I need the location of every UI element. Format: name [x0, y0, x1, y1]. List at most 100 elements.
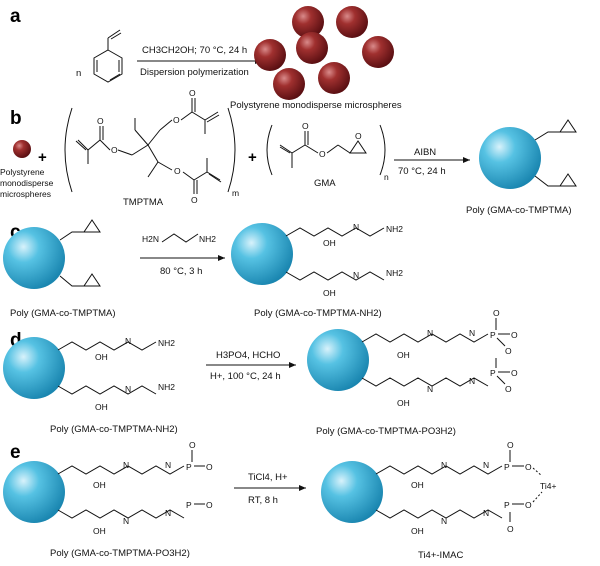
svg-text:OH: OH: [397, 350, 410, 360]
svg-text:O: O: [111, 145, 118, 155]
plus-2: +: [248, 149, 257, 166]
svg-text:O: O: [505, 346, 512, 356]
svg-text:O: O: [302, 121, 309, 131]
svg-text:NH2: NH2: [386, 268, 403, 278]
subscript-m: m: [232, 188, 239, 198]
ethylenediamine: H2N NH2: [142, 233, 216, 244]
blue-microsphere-b: [479, 127, 541, 189]
styrene-molecule: [93, 29, 123, 83]
panel-b: b + Polystyrene monodisperse microsphere…: [0, 88, 577, 216]
svg-text:O: O: [189, 440, 196, 450]
panel-label-d: d: [10, 330, 22, 351]
styrene-count: n: [76, 68, 81, 79]
blue-microsphere-d1: [3, 337, 65, 399]
reactant-label-3: microspheres: [0, 189, 51, 199]
svg-text:O: O: [189, 88, 196, 98]
svg-text:O: O: [206, 500, 213, 510]
panel-d: d NH2 OH N NH2 OH N Poly (GMA-co-TMPTMA-…: [3, 308, 518, 437]
svg-text:OH: OH: [397, 398, 410, 408]
svg-text:N: N: [123, 460, 129, 470]
blue-microsphere-c2: [231, 223, 293, 285]
panel-d-product: Poly (GMA-co-TMPTMA-PO3H2): [316, 426, 456, 437]
panel-d-condition-bottom: H+, 100 °C, 24 h: [210, 371, 281, 382]
panel-b-product: Poly (GMA-co-TMPTMA): [466, 205, 572, 216]
svg-text:OH: OH: [411, 480, 424, 490]
panel-label-c: c: [10, 222, 21, 243]
phosphonate-arms-d: OH N N P O O O OH N N P O O: [361, 308, 518, 408]
svg-text:H2N: H2N: [142, 234, 159, 244]
svg-text:N: N: [483, 460, 489, 470]
svg-text:NH2: NH2: [199, 234, 216, 244]
panel-b-condition-top: AIBN: [414, 147, 436, 158]
svg-text:N: N: [483, 508, 489, 518]
panel-c-product: Poly (GMA-co-TMPTMA-NH2): [254, 308, 382, 319]
svg-text:N: N: [427, 384, 433, 394]
svg-text:N: N: [125, 384, 131, 394]
svg-text:N: N: [469, 376, 475, 386]
blue-microsphere-d2: [307, 329, 369, 391]
amine-arms-c: NH2 OH N NH2 OH N: [285, 222, 403, 298]
svg-text:N: N: [165, 460, 171, 470]
epoxy-arms-b: [534, 119, 577, 187]
panel-e: e OH N N P O O OH N N P O Poly (GMA-co-T…: [3, 440, 556, 561]
tmptma-label: TMPTMA: [123, 197, 164, 208]
svg-text:O: O: [525, 500, 532, 510]
panel-label-b: b: [10, 108, 22, 129]
svg-text:O: O: [173, 115, 180, 125]
reactant-label-1: Polystyrene: [0, 167, 45, 177]
svg-text:OH: OH: [95, 402, 108, 412]
svg-text:OH: OH: [323, 238, 336, 248]
bracket-left-1: [64, 107, 73, 193]
svg-text:N: N: [441, 460, 447, 470]
svg-text:O: O: [507, 440, 514, 450]
gma-label: GMA: [314, 178, 336, 189]
svg-text:P: P: [186, 462, 192, 472]
amine-arms-d: NH2 OH N NH2 OH N: [57, 336, 175, 412]
svg-text:O: O: [511, 368, 518, 378]
svg-text:N: N: [125, 336, 131, 346]
panel-label-a: a: [10, 6, 21, 27]
svg-text:NH2: NH2: [158, 338, 175, 348]
panel-label-e: e: [10, 442, 21, 463]
ti-chelate-arms: OH N N P O O OH N N P O O Ti4+: [375, 440, 556, 536]
epoxy-arms-c: [59, 219, 101, 287]
svg-text:O: O: [355, 131, 362, 141]
panel-c-reactant: Poly (GMA-co-TMPTMA): [10, 308, 116, 319]
panel-e-product: Ti4+-IMAC: [418, 550, 463, 561]
panel-a: a n CH3CH2OH; 70 °C, 24 h Dispersion pol…: [10, 6, 402, 111]
svg-text:O: O: [206, 462, 213, 472]
plus-1: +: [38, 149, 47, 166]
red-microsphere-cluster: [254, 6, 394, 100]
bracket-left-2: [266, 124, 273, 176]
svg-text:NH2: NH2: [386, 224, 403, 234]
svg-text:O: O: [191, 195, 198, 205]
panel-a-condition-bottom: Dispersion polymerization: [140, 67, 249, 78]
small-red-microsphere: [13, 140, 31, 158]
svg-text:N: N: [123, 516, 129, 526]
panel-d-reactant: Poly (GMA-co-TMPTMA-NH2): [50, 424, 178, 435]
blue-microsphere-e1: [3, 461, 65, 523]
svg-text:N: N: [165, 508, 171, 518]
svg-text:O: O: [174, 166, 181, 176]
svg-text:O: O: [493, 308, 500, 318]
svg-text:P: P: [490, 330, 496, 340]
bracket-right-1: [227, 107, 236, 193]
svg-text:P: P: [186, 500, 192, 510]
svg-text:OH: OH: [323, 288, 336, 298]
panel-a-product: Polystyrene monodisperse microspheres: [230, 100, 402, 111]
svg-text:N: N: [441, 516, 447, 526]
panel-c: c Poly (GMA-co-TMPTMA) H2N NH2 80 °C, 3 …: [3, 219, 403, 319]
panel-e-reactant: Poly (GMA-co-TMPTMA-PO3H2): [50, 548, 190, 559]
svg-text:O: O: [511, 330, 518, 340]
panel-a-condition-top: CH3CH2OH; 70 °C, 24 h: [142, 45, 247, 56]
svg-text:P: P: [504, 500, 510, 510]
gma-structure: O O O: [279, 121, 367, 168]
svg-text:N: N: [469, 328, 475, 338]
reactant-label-2: monodisperse: [0, 178, 54, 188]
svg-text:OH: OH: [95, 352, 108, 362]
svg-text:P: P: [490, 368, 496, 378]
svg-text:OH: OH: [93, 480, 106, 490]
panel-e-condition-bottom: RT, 8 h: [248, 495, 278, 506]
panel-c-condition: 80 °C, 3 h: [160, 266, 202, 277]
